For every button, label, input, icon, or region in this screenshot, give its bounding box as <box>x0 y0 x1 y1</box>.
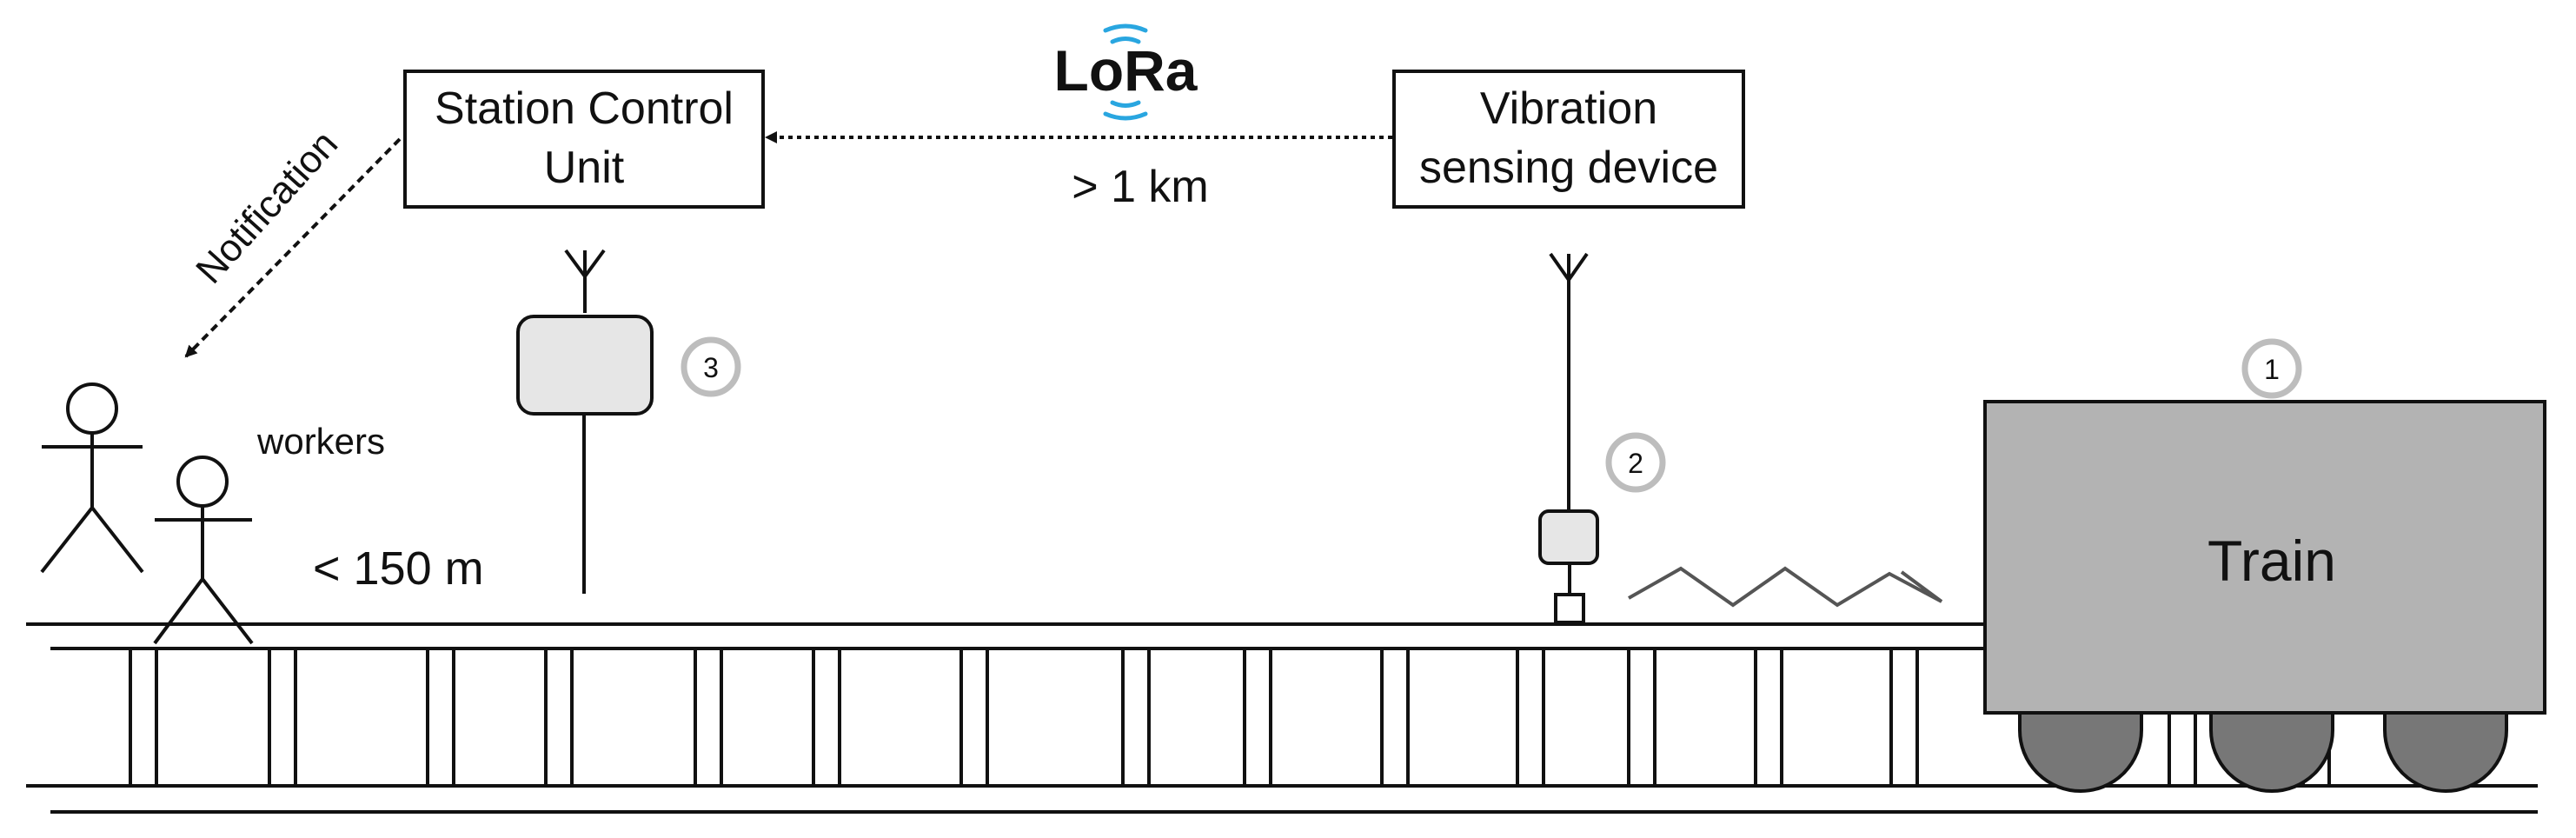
track-sleepers <box>129 648 2331 786</box>
lora-signal-icon <box>1103 23 1148 121</box>
train-icon: Train <box>1983 400 2546 793</box>
worker-right-person-icon <box>153 456 254 645</box>
vibration-sensor-icon <box>1538 509 1599 565</box>
train-wheel-1 <box>2018 704 2143 793</box>
vibration-wave-icon <box>1628 566 1943 608</box>
vibration-device-label-line1: Vibration <box>1480 83 1657 134</box>
marker-2: 2 <box>1605 432 1666 493</box>
worker-left-person-icon <box>40 382 144 574</box>
station-control-unit-box: Station Control Unit <box>403 70 765 209</box>
station-unit-icon <box>516 315 654 416</box>
notification-label: Notification <box>188 123 346 292</box>
link-range-label: > 1 km <box>1072 162 1209 212</box>
vibration-device-label-line2: sensing device <box>1419 143 1718 193</box>
marker-2-label: 2 <box>1628 448 1643 479</box>
marker-3-label: 3 <box>703 352 719 383</box>
marker-1-label: 1 <box>2264 354 2280 385</box>
vibration-sensing-device-box: Vibration sensing device <box>1392 70 1745 209</box>
station-control-label-line1: Station Control <box>435 83 734 134</box>
train-wheel-3 <box>2383 704 2508 793</box>
lora-logo: LoRa <box>1054 23 1198 121</box>
lora-logo-text: LoRa <box>1054 38 1198 103</box>
sensor-antenna-icon <box>1549 252 1589 509</box>
worker-distance-label: < 150 m <box>313 542 484 595</box>
sensor-rail-mount <box>1554 593 1585 624</box>
train-body <box>1983 400 2546 715</box>
workers-label: workers <box>256 421 385 462</box>
train-wheel-2 <box>2209 704 2334 793</box>
notification-arrow <box>184 137 402 358</box>
marker-3: 3 <box>681 336 741 397</box>
marker-1: 1 <box>2241 338 2302 399</box>
station-antenna-icon <box>564 249 606 313</box>
train-label: Train <box>2208 529 2336 593</box>
station-control-label-line2: Unit <box>544 143 625 193</box>
